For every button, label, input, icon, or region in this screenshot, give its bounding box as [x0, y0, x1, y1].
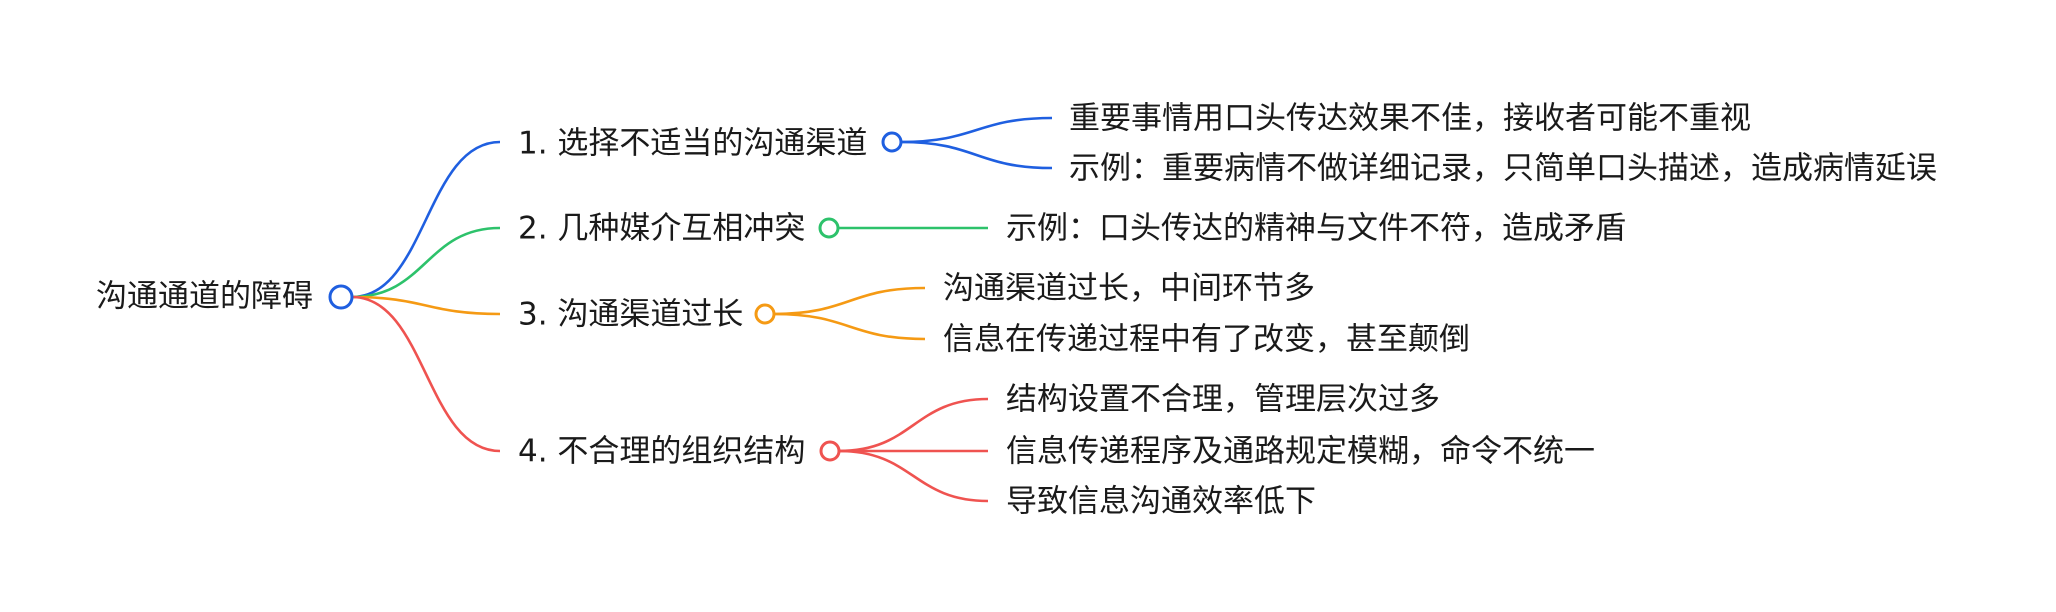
branch-3-child-2-label[interactable]: 信息在传递过程中有了改变，甚至颠倒	[943, 322, 1470, 358]
edge-branch-1-child-2	[900, 140, 1053, 170]
branch-4-circle[interactable]	[819, 440, 841, 462]
branch-1-circle[interactable]	[881, 131, 903, 153]
branch-4-child-2-label[interactable]: 信息传递程序及通路规定模糊，命令不统一	[1006, 434, 1595, 470]
root-node-label[interactable]: 沟通通道的障碍	[96, 279, 313, 315]
branch-2-child-1-label[interactable]: 示例：口头传达的精神与文件不符，造成矛盾	[1006, 211, 1626, 247]
edge-branch-3-child-2	[773, 312, 926, 341]
branch-2-label[interactable]: 2. 几种媒介互相冲突	[518, 211, 805, 247]
edge-branch-4-child-3	[838, 449, 989, 503]
edge-root-branch-4	[351, 295, 501, 453]
branch-3-circle[interactable]	[754, 303, 776, 325]
branch-4-label[interactable]: 4. 不合理的组织结构	[518, 434, 805, 470]
branch-3-child-1-label[interactable]: 沟通渠道过长，中间环节多	[943, 271, 1315, 307]
edge-branch-1-child-1	[900, 116, 1053, 144]
branch-4-child-1-label[interactable]: 结构设置不合理，管理层次过多	[1006, 382, 1440, 418]
root-node-circle[interactable]	[328, 284, 354, 310]
edge-root-branch-1	[351, 140, 501, 299]
branch-1-child-1-label[interactable]: 重要事情用口头传达效果不佳，接收者可能不重视	[1069, 101, 1751, 137]
branch-4-child-3-label[interactable]: 导致信息沟通效率低下	[1006, 484, 1316, 520]
edge-branch-4-child-1	[838, 397, 989, 453]
edges-layer	[351, 116, 1053, 503]
branch-3-label[interactable]: 3. 沟通渠道过长	[518, 297, 743, 333]
edge-branch-3-child-1	[773, 286, 926, 316]
edge-root-branch-3	[351, 295, 501, 316]
branch-1-child-2-label[interactable]: 示例：重要病情不做详细记录，只简单口头描述，造成病情延误	[1069, 151, 1937, 187]
branch-2-circle[interactable]	[818, 217, 840, 239]
edge-root-branch-2	[351, 226, 501, 299]
branch-1-label[interactable]: 1. 选择不适当的沟通渠道	[518, 126, 867, 162]
